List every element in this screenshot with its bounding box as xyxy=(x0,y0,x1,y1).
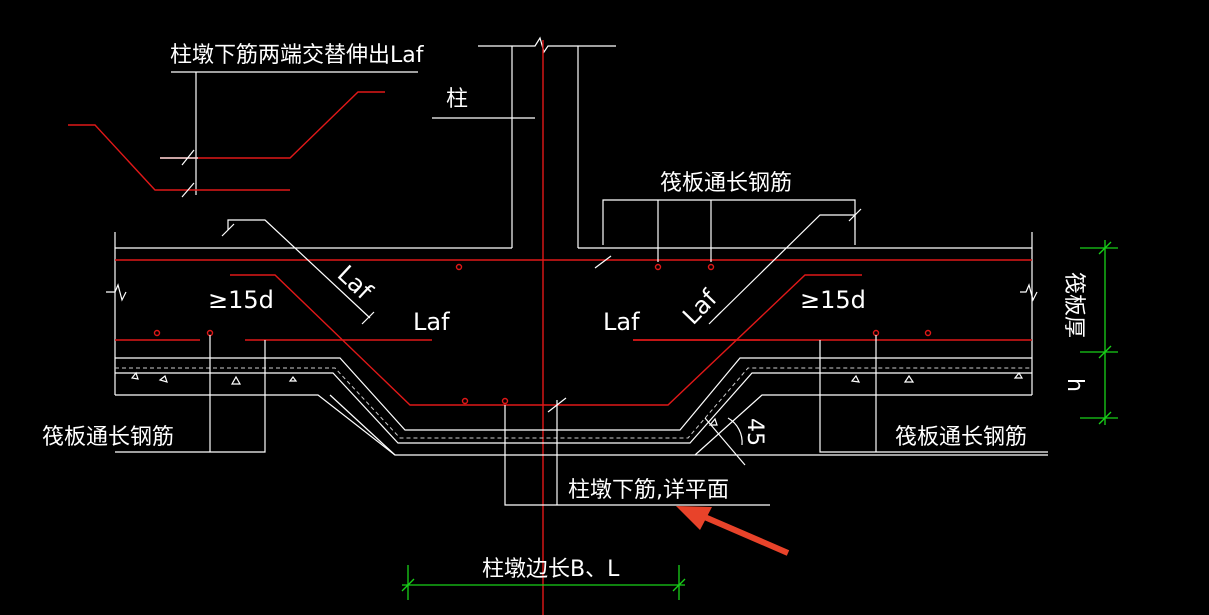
inset-alternating-bars xyxy=(68,71,418,198)
raft-rebar-top-label: 筏板通长钢筋 xyxy=(660,171,792,196)
pointer-arrow xyxy=(676,506,790,556)
laf-right-diag-label: Laf xyxy=(677,284,723,330)
column-label: 柱 xyxy=(446,87,468,112)
leader-pier-bottom xyxy=(504,397,770,506)
pier-bottom-rebar-label: 柱墩下筋,详平面 xyxy=(568,478,729,503)
leader-top-right xyxy=(594,199,856,269)
raft-rebar-left-label: 筏板通长钢筋 xyxy=(42,425,174,450)
angle-label: 45 xyxy=(742,418,767,446)
laf-dimension-right xyxy=(708,208,862,325)
laf-left-diag-label: Laf xyxy=(332,260,378,306)
pier-side-label: 柱墩边长B、L xyxy=(482,557,620,582)
pier-side-dimension xyxy=(401,565,686,600)
pier-bent-rebar-left xyxy=(230,274,862,406)
column-outline xyxy=(432,36,616,248)
concrete-hatch-markers xyxy=(130,371,1024,426)
raft-thickness-label: 筏板厚 xyxy=(1061,272,1086,338)
dowel-note-label: 柱墩下筋两端交替伸出Laf xyxy=(170,43,425,68)
raft-rebar-right-label: 筏板通长钢筋 xyxy=(895,425,1027,450)
ge15d-right-label: ≥15d xyxy=(800,286,866,314)
angle-45-mark xyxy=(704,417,746,466)
rebar-dots xyxy=(153,263,932,405)
raft-slab-outline xyxy=(106,232,1048,456)
thickness-dimension xyxy=(1080,240,1118,425)
leader-bottom-left xyxy=(115,335,266,453)
laf-dimension-left xyxy=(221,219,375,325)
h-label: h xyxy=(1062,378,1087,392)
leader-bottom-right xyxy=(819,335,1048,453)
laf-left-label: Laf xyxy=(413,308,450,336)
ge15d-left-label: ≥15d xyxy=(208,286,274,314)
laf-right-label: Laf xyxy=(603,308,640,336)
